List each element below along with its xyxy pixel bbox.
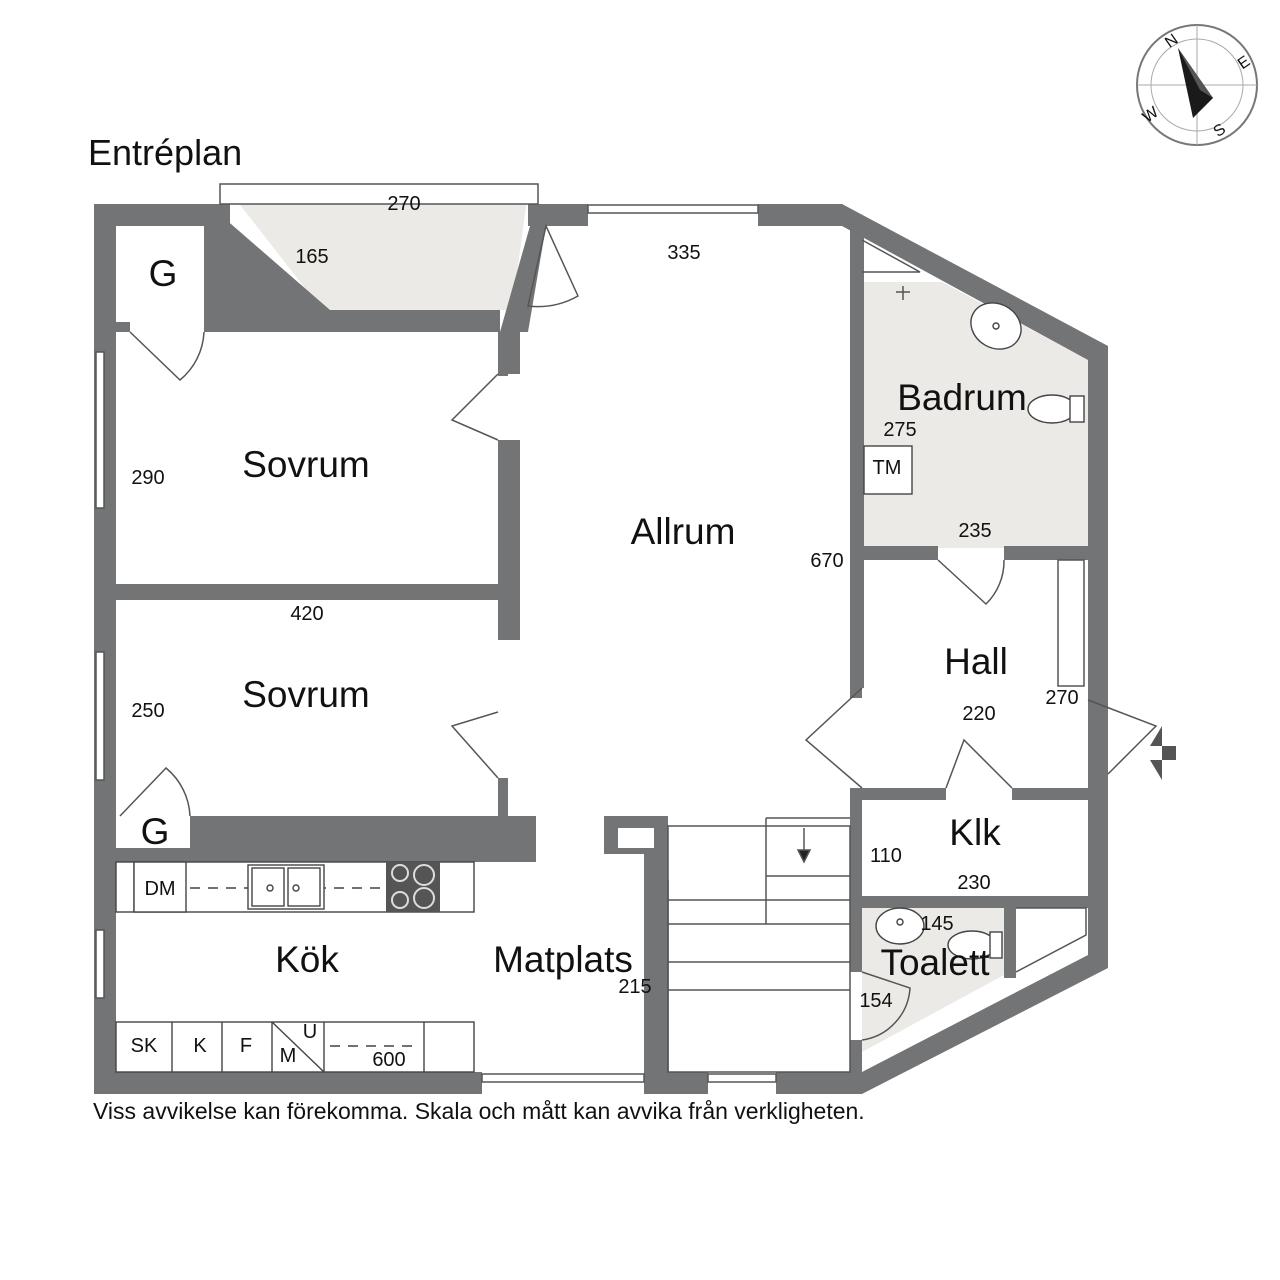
balcony-width-dimension: 270: [387, 193, 420, 215]
allrum-label: Allrum: [631, 511, 736, 552]
stair-direction-arrow-icon: [796, 849, 812, 864]
klk-depth-dimension: 110: [870, 845, 902, 867]
sovrum-1-label: Sovrum: [242, 444, 369, 485]
sovrum-1-depth-dimension: 290: [131, 467, 164, 489]
shower-icon: [896, 286, 910, 300]
oven-label: U: [303, 1021, 317, 1043]
toalett-width-dimension: 145: [920, 913, 953, 935]
doors: [119, 223, 1158, 1041]
kitchen-counters: [115, 861, 475, 1073]
kok-label: Kök: [275, 939, 339, 980]
sovrum-2-label: Sovrum: [242, 674, 369, 715]
kitchen-length-dimension: 600: [372, 1049, 405, 1071]
klk-label: Klk: [949, 812, 1001, 853]
plan-title: Entréplan: [88, 132, 243, 173]
hall-depth-dimension: 270: [1045, 687, 1078, 709]
tumble-dryer-label: TM: [873, 457, 902, 479]
dishwasher-label: DM: [144, 878, 175, 900]
badrum-depth-dimension: 275: [883, 419, 916, 441]
staircase: [667, 817, 851, 1073]
windows: [95, 183, 777, 1083]
compass-needle-icon: [1178, 48, 1213, 118]
disclaimer-text: Viss avvikelse kan förekomma. Skala och …: [93, 1098, 865, 1124]
matplats-depth-dimension: 215: [618, 976, 651, 998]
hall-width-dimension: 220: [962, 703, 995, 725]
klk-width-dimension: 230: [957, 872, 990, 894]
microwave-label: M: [280, 1045, 297, 1067]
allrum-length-dimension: 670: [810, 550, 843, 572]
freezer-label: F: [240, 1035, 252, 1057]
balcony-area: [230, 192, 528, 310]
sovrum-2-depth-dimension: 250: [131, 700, 164, 722]
badrum-fixtures: [863, 286, 1085, 495]
entrance-arrow-icon: [1150, 726, 1176, 780]
toalett-washbasin-icon: [875, 907, 925, 945]
toilet-icon: [1027, 394, 1077, 424]
compass-rose: N E S W: [1136, 24, 1258, 146]
matplats-label: Matplats: [493, 939, 633, 980]
fridge-label: K: [193, 1035, 207, 1057]
tumble-dryer-icon: [863, 445, 913, 495]
g-top-label: G: [149, 253, 178, 294]
g-bottom-label: G: [141, 811, 170, 852]
sovrum-width-dimension: 420: [290, 603, 323, 625]
balcony-depth-dimension: 165: [295, 246, 328, 268]
freezer-cabinet-label: SK: [131, 1035, 158, 1057]
toalett-fixtures: [875, 907, 1003, 960]
badrum-width-dimension: 235: [958, 520, 991, 542]
closet-lines: [861, 239, 1087, 973]
toalett-label: Toalett: [880, 942, 990, 983]
inner-walls: [116, 226, 1088, 1094]
toalett-depth-dimension: 154: [859, 990, 892, 1012]
badrum-label: Badrum: [897, 377, 1027, 418]
hall-label: Hall: [944, 641, 1008, 682]
allrum-width-dimension: 335: [667, 242, 700, 264]
badrum-floor: [862, 282, 1088, 548]
